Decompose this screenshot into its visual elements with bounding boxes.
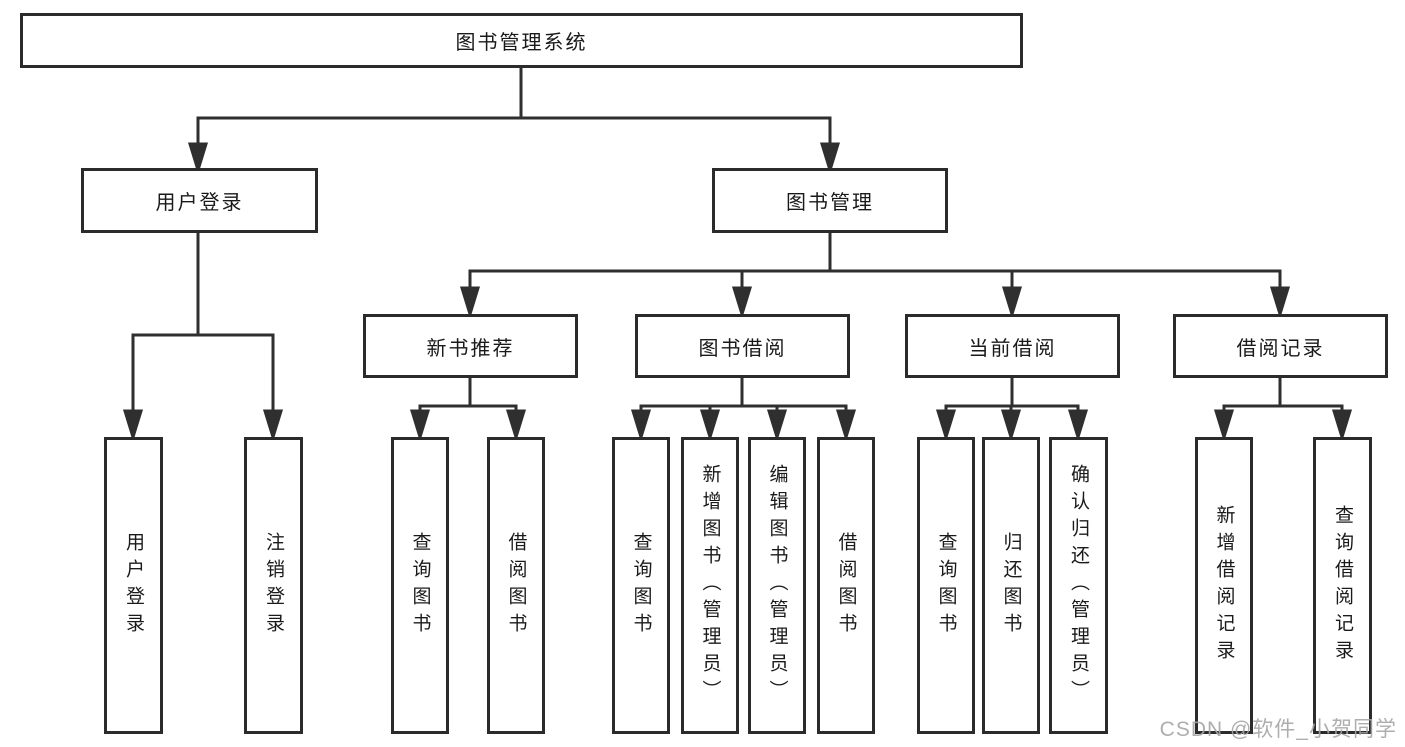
node-recommend-borrow-books: 借阅图书 — [487, 437, 545, 734]
node-label: 借阅图书 — [835, 531, 857, 640]
node-label: 编辑图书（管理员） — [766, 464, 788, 707]
node-borrow-books: 借阅图书 — [817, 437, 875, 734]
node-book-borrowing: 图书借阅 — [635, 314, 850, 378]
node-label: 新增图书（管理员） — [699, 464, 721, 707]
node-borrow-query-books: 查询图书 — [612, 437, 670, 734]
node-user-login-group: 用户登录 — [81, 168, 318, 233]
node-return-books: 归还图书 — [982, 437, 1040, 734]
node-user-login: 用户登录 — [104, 437, 163, 734]
node-book-management: 图书管理 — [712, 168, 948, 233]
node-library-management-system: 图书管理系统 — [20, 13, 1023, 68]
node-label: 借阅记录 — [1236, 337, 1325, 360]
node-label: 图书借阅 — [698, 337, 787, 360]
node-new-book-recommendation: 新书推荐 — [363, 314, 578, 378]
node-label: 注销登录 — [263, 531, 284, 640]
node-logout: 注销登录 — [244, 437, 303, 734]
node-label: 查询图书 — [409, 531, 431, 640]
csdn-watermark: CSDN @软件_小贺同学 — [1159, 718, 1397, 741]
node-label: 确认归还（管理员） — [1068, 464, 1089, 707]
node-label: 归还图书 — [1000, 531, 1022, 640]
node-label: 用户登录 — [123, 531, 144, 640]
node-edit-books-admin: 编辑图书（管理员） — [748, 437, 806, 734]
node-label: 查询图书 — [935, 531, 957, 640]
node-borrowing-records: 借阅记录 — [1173, 314, 1388, 378]
node-recommend-query-books: 查询图书 — [391, 437, 449, 734]
node-current-query-books: 查询图书 — [917, 437, 975, 734]
node-add-books-admin: 新增图书（管理员） — [681, 437, 739, 734]
node-label: 新书推荐 — [426, 337, 515, 360]
node-confirm-return-admin: 确认归还（管理员） — [1049, 437, 1108, 734]
node-current-borrowing: 当前借阅 — [905, 314, 1120, 378]
node-query-borrow-record: 查询借阅记录 — [1313, 437, 1372, 734]
node-label: 图书管理 — [786, 192, 874, 214]
node-label: 借阅图书 — [505, 531, 527, 640]
node-label: 查询图书 — [630, 531, 652, 640]
node-label: 当前借阅 — [968, 337, 1057, 360]
node-label: 新增借阅记录 — [1213, 504, 1235, 667]
node-label: 图书管理系统 — [455, 32, 588, 54]
node-add-borrow-record: 新增借阅记录 — [1195, 437, 1253, 734]
node-label: 用户登录 — [155, 192, 244, 214]
node-label: 查询借阅记录 — [1332, 504, 1353, 667]
arrowheads — [122, 118, 1353, 443]
